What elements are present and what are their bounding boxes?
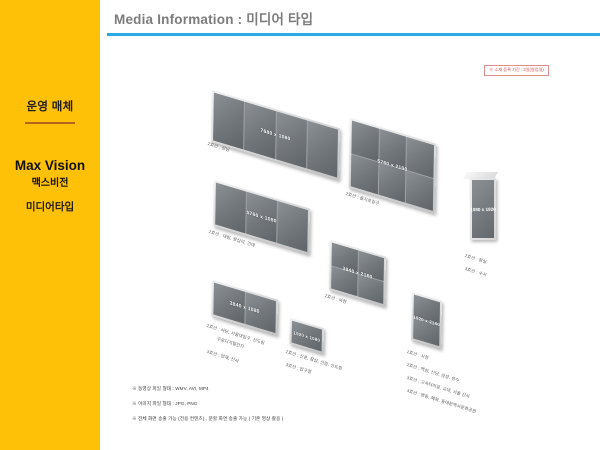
monitor-1080x1920: 1080 x 1920 xyxy=(462,172,499,240)
monitor-resolution-label: 1080 x 1920 xyxy=(470,206,496,212)
panel-cell xyxy=(306,120,338,178)
sidebar-brand-en: Max Vision xyxy=(14,158,86,173)
footnote-video-format: ※ 동영상 파일 형태 : WMV, AVI, MP4 xyxy=(132,386,209,391)
monitor-caption-1920x2160-line1: 1호선 : 시청 xyxy=(406,348,430,361)
footnotes: ※ 동영상 파일 형태 : WMV, AVI, MP4 ※ 이미지 파일 형태 … xyxy=(132,386,462,431)
panel-cell xyxy=(213,92,245,150)
panel-cell xyxy=(246,191,277,243)
sidebar-title: 운영 매체 xyxy=(26,101,74,113)
monitor-caption-1080x1920-line1: 2호선 : 잠실 xyxy=(464,252,488,265)
monitor-caption-1920x1080-line2: 3호선 : 압구정 xyxy=(285,361,313,375)
page-title: Media Information : 미디어 타입 xyxy=(114,12,314,27)
monitor-caption-3840x1080-line3: 3호선 : 양재, 신사 xyxy=(206,348,240,364)
monitor-1920x2160: 1920 x 2160 xyxy=(411,292,442,349)
panel-cell xyxy=(291,320,322,352)
sidebar: 운영 매체 Max Vision 맥스비전 미디어타입 xyxy=(0,0,100,450)
panel-cell xyxy=(213,282,245,324)
panel-cell xyxy=(472,180,494,238)
monitor-5760x1080: 5760 x 1080 xyxy=(213,180,310,255)
monitor-7680x1080: 7680 x 1080 xyxy=(211,90,340,181)
kiosk-body: 1080 x 1920 xyxy=(470,178,496,240)
sidebar-subtitle: 미디어타입 xyxy=(25,201,75,213)
monitor-caption-1080x1920-line2: 3호선 : 수서 xyxy=(464,265,488,278)
footnote-image-format: ※ 이미지 파일 형태 : JPG, PNG xyxy=(132,401,198,406)
sidebar-divider xyxy=(25,122,75,124)
panel-cell xyxy=(277,201,308,252)
registration-period-note: ※ 소재 등록 기간 : 3일(영업일) xyxy=(484,65,549,76)
panel-cell xyxy=(275,111,307,169)
panel-cell xyxy=(378,162,406,203)
panel-cell xyxy=(215,182,246,234)
monitor-1920x1080: 1920 x 1080 xyxy=(289,318,324,355)
panel-cell xyxy=(350,153,379,195)
footnote-screen-mode: ※ 전체 화면 송출 가능 (전용 컨텐츠) , 분할 화면 송출 가능 ( 기… xyxy=(132,416,284,421)
panel-cell xyxy=(406,170,434,211)
sidebar-brand-kr: 맥스비전 xyxy=(31,178,69,189)
panel-cell xyxy=(244,292,276,334)
header-divider xyxy=(107,33,600,36)
panel-cell xyxy=(244,101,276,159)
